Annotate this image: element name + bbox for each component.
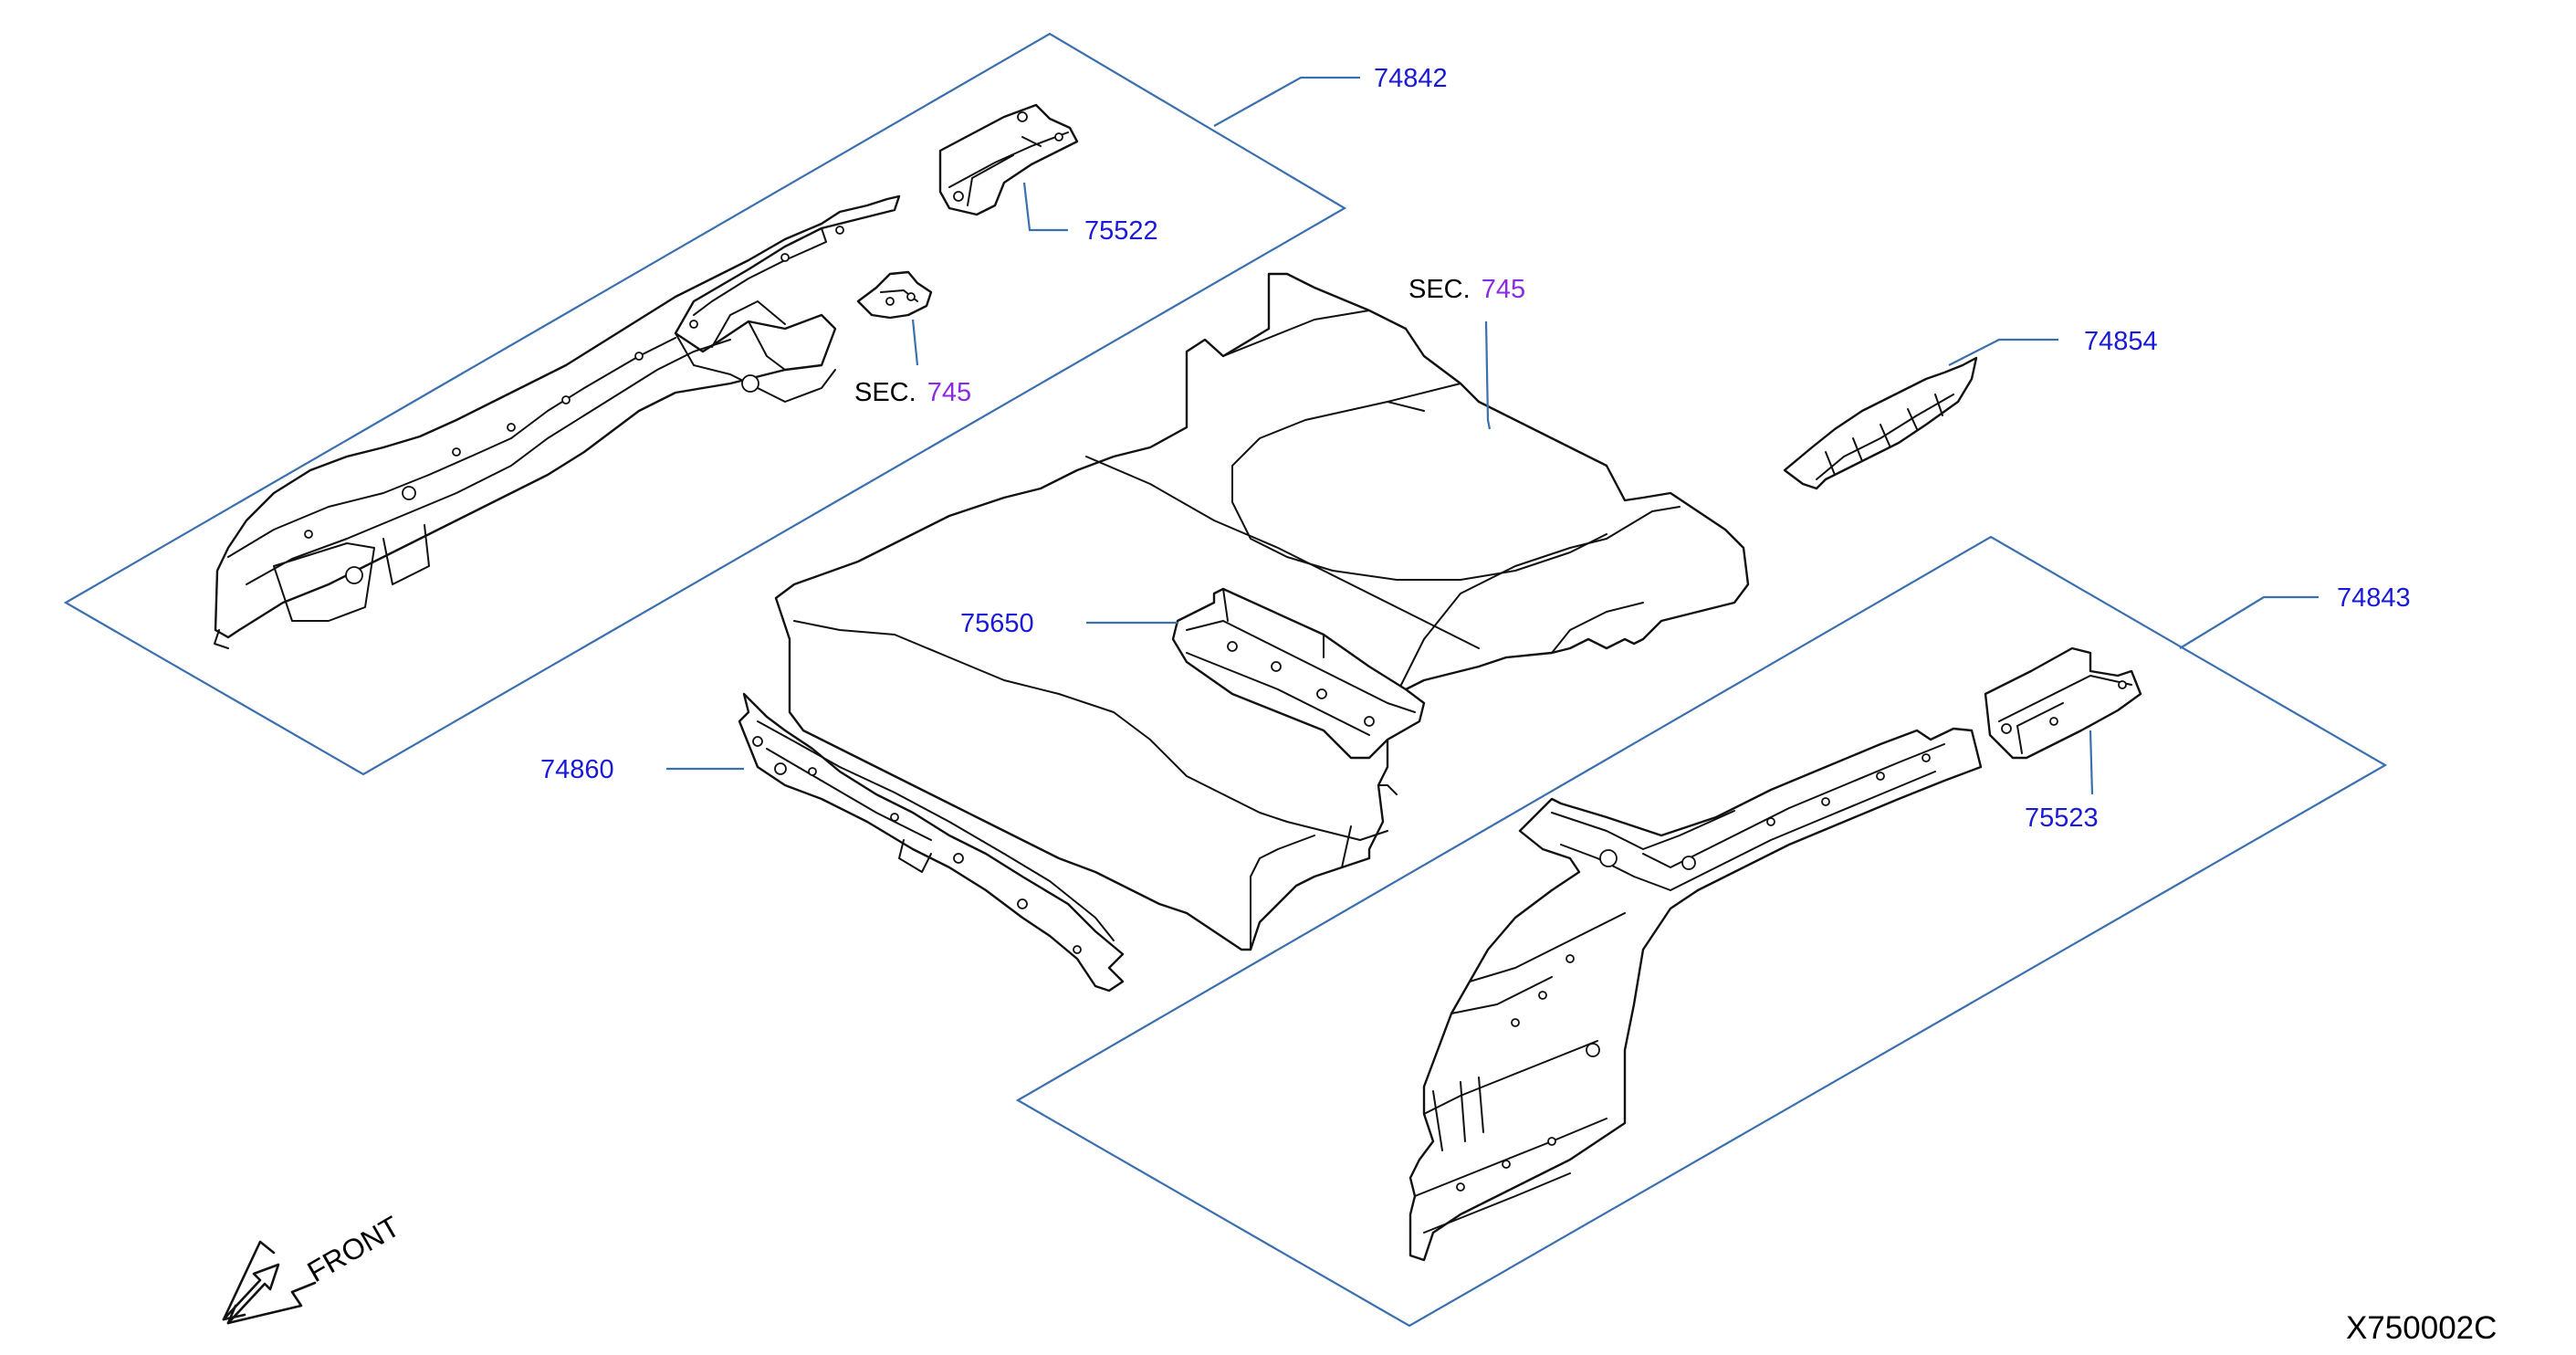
leader-74843 [2179,595,2319,649]
section-prefix: SEC. [854,378,916,407]
part-side-member-right [1408,727,1983,1262]
section-prefix: SEC. [1408,275,1471,304]
part-number-75650: 75650 [960,609,1034,638]
part-number-74860: 74860 [540,755,614,784]
front-arrow-icon [222,1240,317,1325]
leader-74854 [1948,338,2058,366]
part-bracket-75522 [938,103,1079,232]
part-number-75523: 75523 [2025,804,2099,833]
assembly-frame-right [1015,535,2388,1328]
leader-74842 [1213,76,1360,127]
part-bracket-74854 [1783,338,2058,490]
part-number-74843: 74843 [2337,583,2411,613]
section-reference-center: SEC. 745 [1408,275,1525,304]
leader-sec-745-center [1484,320,1492,430]
part-side-member-left [214,194,901,649]
leader-75523 [2089,730,2094,795]
assembly-frame-left [63,32,1360,776]
front-label: FRONT [302,1210,405,1288]
section-number: 745 [927,378,971,407]
part-small-bracket-sec-745-left [856,270,933,366]
part-rear-member-74860 [666,692,1125,993]
part-cross-member-75650 [1086,587,1426,760]
section-reference-left: SEC. 745 [854,378,971,407]
part-bracket-75523 [1984,646,2142,795]
leader-sec-745-left [911,319,919,366]
part-number-74842: 74842 [1374,64,1448,93]
section-number: 745 [1482,275,1525,304]
leader-75522 [1022,182,1068,232]
drawing-code: X750002C [2346,1310,2497,1346]
part-number-74854: 74854 [2084,327,2158,356]
part-number-75522: 75522 [1084,216,1158,246]
